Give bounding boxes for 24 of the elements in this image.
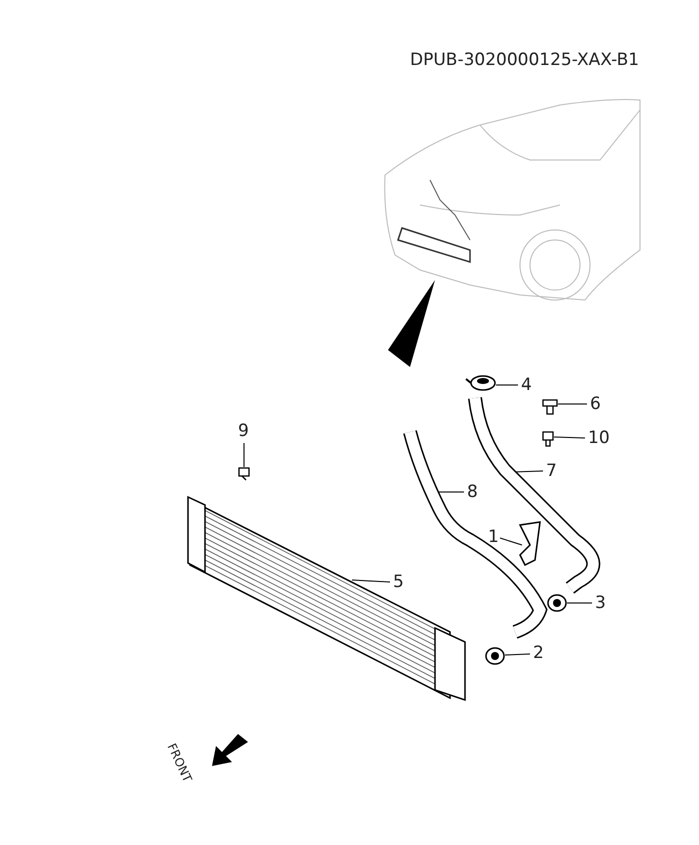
callout-number: 8 (467, 482, 478, 502)
hose-clamp-drawing (465, 375, 496, 391)
callout-number: 4 (521, 375, 532, 395)
callout-number: 9 (238, 421, 249, 441)
callout-number: 10 (588, 428, 610, 448)
bolt-drawing (238, 467, 250, 481)
hose-clamp-drawing (485, 647, 505, 665)
leader-line (566, 602, 592, 604)
callout-number: 6 (590, 394, 601, 414)
callout-number: 3 (595, 593, 606, 613)
callout-number: 7 (546, 461, 557, 481)
leader-line (500, 538, 522, 546)
callout-number: 2 (533, 643, 544, 663)
leader-line (496, 384, 518, 386)
callout-number: 5 (393, 572, 404, 592)
drawing-code: DPUB-3020000125-XAX-B1 (410, 50, 640, 70)
leader-line (504, 654, 530, 656)
bracket-drawing (518, 521, 541, 566)
leader-line (352, 580, 390, 582)
hose-clamp-drawing (547, 594, 567, 612)
radiator-drawing (187, 496, 466, 702)
hose-drawing (403, 430, 547, 639)
callout-number: 1 (488, 527, 499, 547)
leader-line (554, 436, 586, 438)
